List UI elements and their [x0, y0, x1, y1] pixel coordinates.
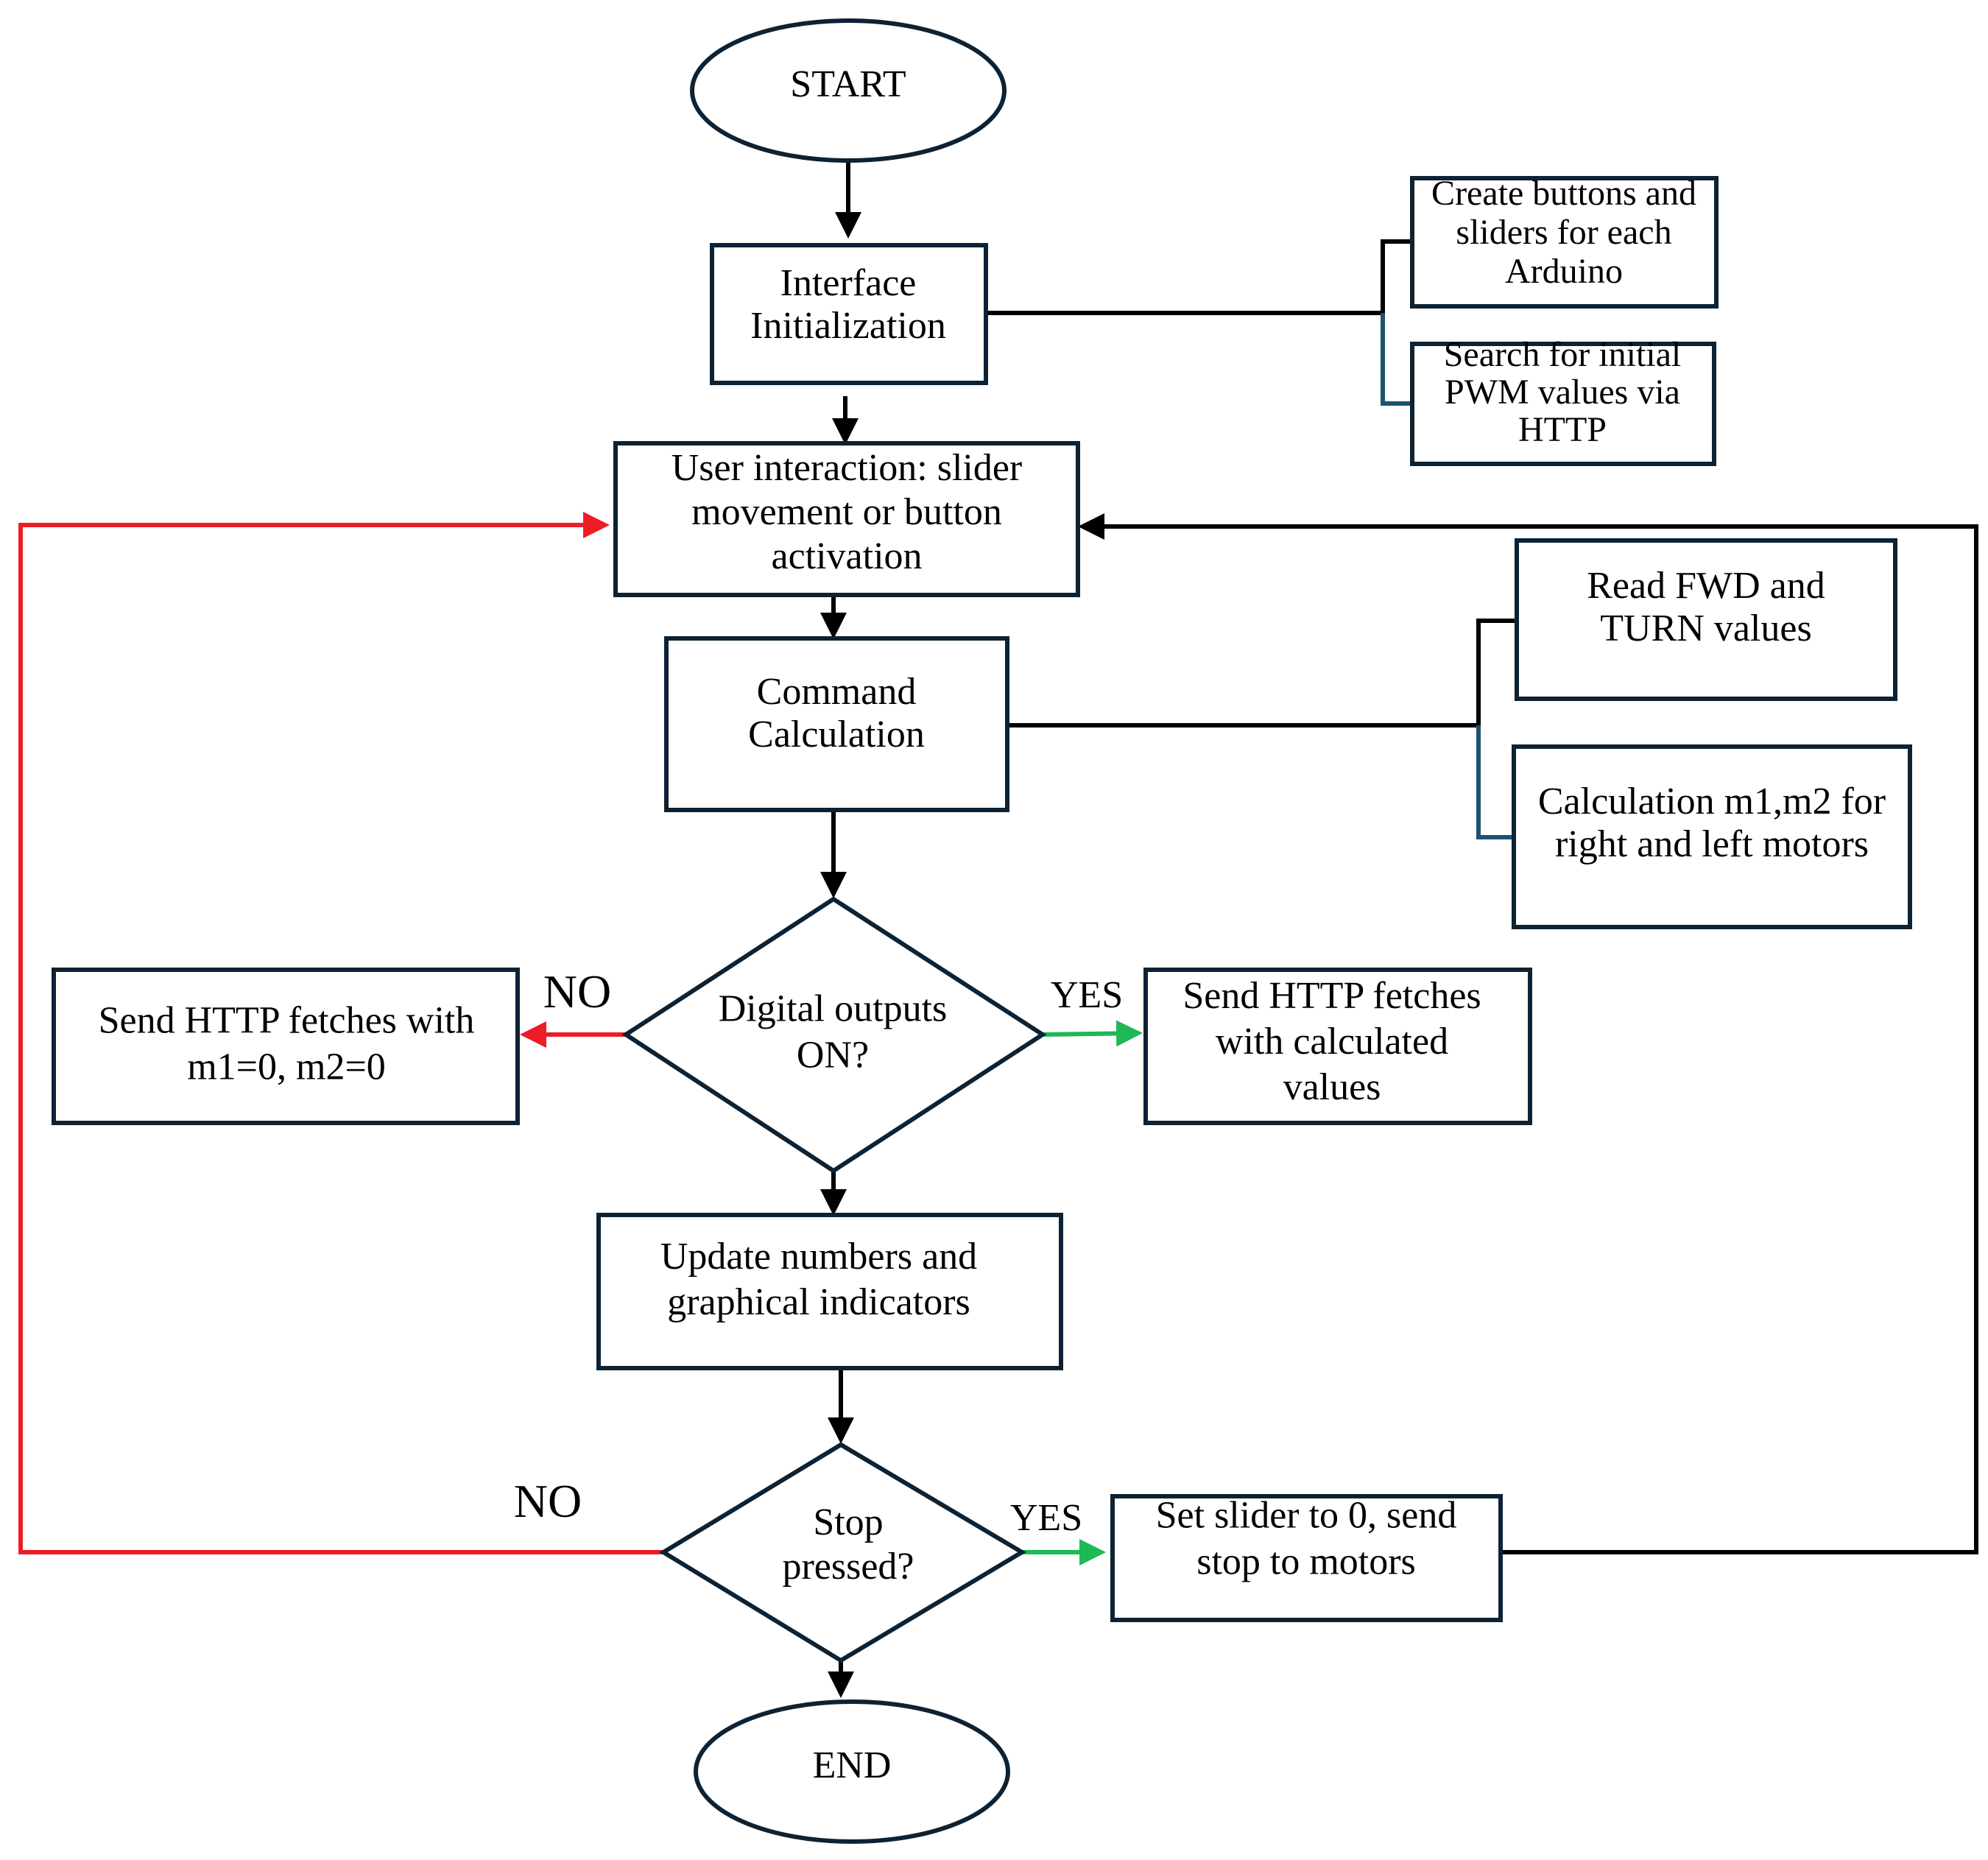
connector-init-to-search — [1381, 313, 1412, 406]
label-line: TURN values — [1600, 607, 1811, 649]
search-pwm-box — [1410, 342, 1716, 466]
end-terminal — [694, 1699, 1010, 1844]
start-terminal — [690, 18, 1007, 163]
arrow-digital-yes — [1042, 1020, 1143, 1047]
label-line: Interface — [780, 262, 917, 304]
label-line: Search for initial — [1444, 335, 1682, 374]
connector-init-to-create — [986, 239, 1412, 315]
label-line: Read FWD and — [1587, 565, 1825, 607]
arrow-set-slider-loop — [1078, 513, 1978, 1554]
label-line: pressed? — [782, 1546, 914, 1588]
user-interaction-box — [613, 441, 1080, 597]
label-line: Send HTTP fetches with — [99, 1000, 475, 1042]
label-line: movement or button — [691, 491, 1002, 533]
label-line: START — [790, 63, 906, 105]
stop-pressed-decision — [659, 1442, 1026, 1663]
label-line: PWM values via — [1445, 373, 1680, 412]
digital-no-label: NO — [543, 965, 611, 1018]
connector-command-to-read — [1007, 619, 1517, 728]
label-line: ON? — [797, 1035, 869, 1077]
label-line: m1=0, m2=0 — [187, 1046, 386, 1088]
label-line: Send HTTP fetches — [1182, 975, 1481, 1017]
label-line: Calculation m1,m2 for — [1538, 781, 1886, 822]
label-line: Set slider to 0, send — [1156, 1495, 1457, 1537]
label-line: with calculated — [1216, 1021, 1448, 1063]
digital-outputs-decision — [621, 896, 1047, 1174]
label-line: activation — [771, 535, 922, 577]
label-line: END — [813, 1744, 892, 1786]
interface-init-box — [710, 243, 988, 385]
read-fwd-box — [1515, 538, 1897, 701]
label-line: Initialization — [750, 305, 946, 347]
label-line: Arduino — [1505, 252, 1623, 291]
update-numbers-box — [596, 1213, 1063, 1370]
label-line: Stop — [813, 1501, 883, 1543]
start-label: START — [790, 63, 906, 105]
label-line: Calculation — [748, 714, 925, 755]
label-line: values — [1283, 1066, 1381, 1108]
send-zero-box — [52, 968, 520, 1125]
calc-m1m2-box — [1512, 744, 1912, 929]
set-slider-box — [1110, 1494, 1503, 1622]
command-calc-box — [664, 636, 1009, 812]
arrow-stop-no-loop — [18, 512, 663, 1554]
label-line: stop to motors — [1196, 1541, 1416, 1583]
label-line: right and left motors — [1555, 823, 1869, 865]
stop-no-label: NO — [514, 1475, 582, 1527]
stop-yes-label: YES — [1010, 1497, 1082, 1539]
digital-yes-label: YES — [1051, 974, 1123, 1016]
end-label: END — [813, 1744, 892, 1786]
create-buttons-box — [1410, 176, 1719, 309]
label-line: User interaction: slider — [672, 447, 1023, 489]
label-line: graphical indicators — [667, 1281, 970, 1323]
label-line: Create buttons and — [1431, 174, 1696, 213]
label-line: Update numbers and — [660, 1236, 977, 1278]
label-line: sliders for each — [1456, 213, 1671, 252]
connector-command-to-calc — [1476, 725, 1514, 839]
label-line: Digital outputs — [719, 988, 948, 1030]
label-line: Command — [757, 671, 917, 713]
send-calc-box — [1143, 968, 1532, 1125]
label-line: HTTP — [1518, 410, 1607, 449]
